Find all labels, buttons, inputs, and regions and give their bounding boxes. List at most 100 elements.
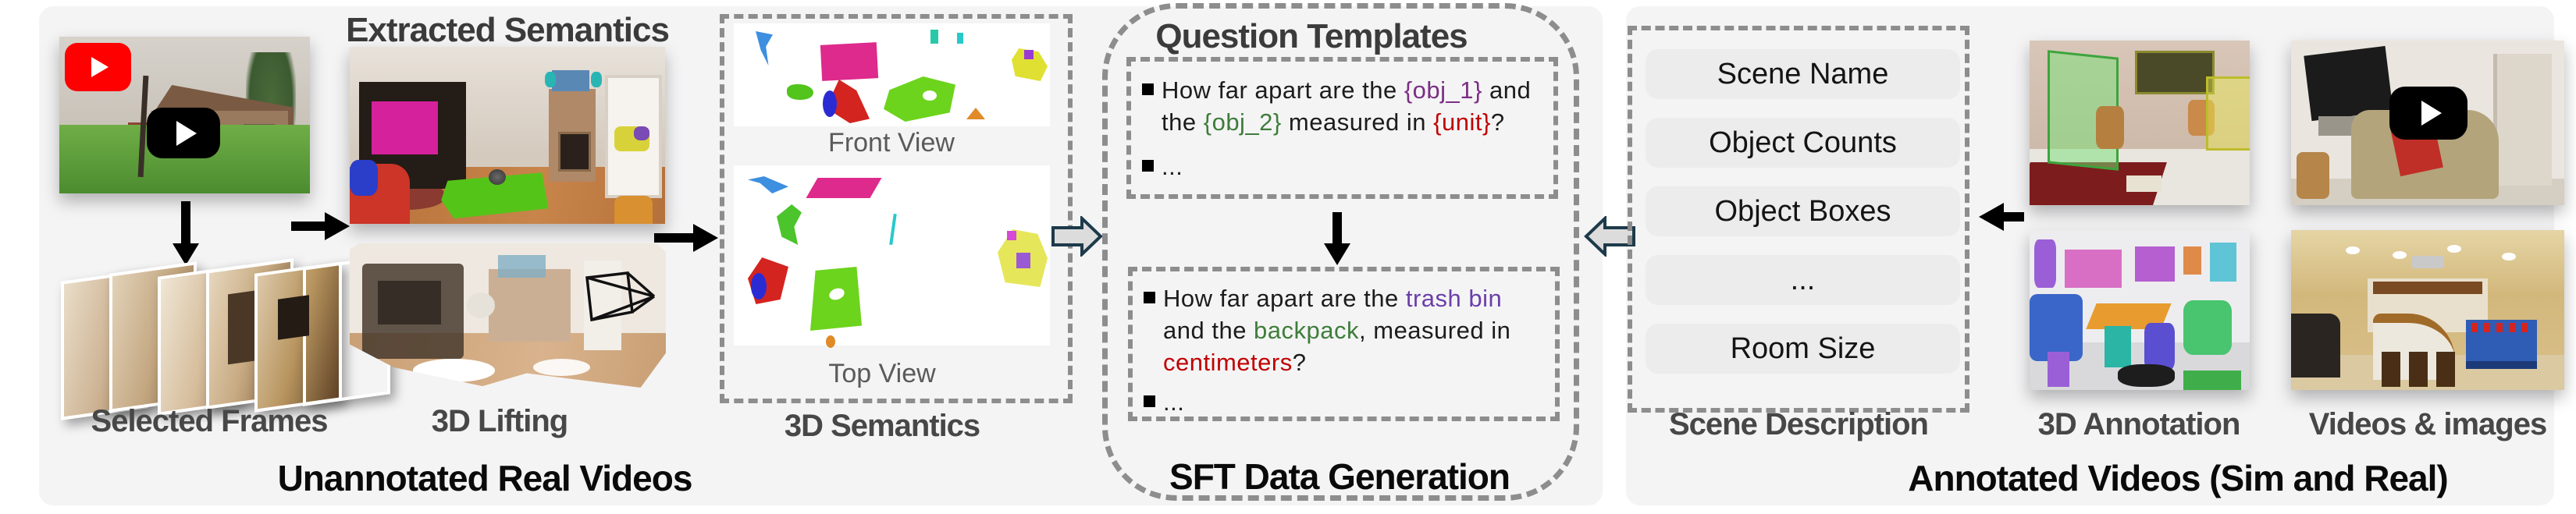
sim-cyan-board: [2210, 243, 2237, 282]
bar-shelf: [2373, 281, 2482, 294]
blob-blue-2: [751, 273, 767, 300]
sim-purple-blob: [2033, 239, 2056, 288]
blob-blue-streak: [748, 176, 788, 193]
example-question-text: How far apart are the trash bin and the …: [1163, 285, 1511, 376]
tv-segment-magenta: [372, 101, 439, 155]
sim-purple-chair-2: [2047, 351, 2069, 387]
ball-on-table: [488, 169, 506, 186]
blob-purple-patch: [1016, 253, 1030, 268]
label-front-view: Front View: [828, 128, 955, 158]
selected-frames-stack: [61, 255, 390, 420]
projector: [2411, 255, 2444, 269]
firebox: [557, 131, 591, 172]
blob-teal-2: [957, 33, 963, 44]
heading-question-templates: Question Templates: [1155, 17, 1468, 55]
blob-green-small: [787, 84, 813, 100]
video-image-bottom: [2291, 230, 2564, 390]
blob-blue: [756, 31, 773, 66]
teal-decor-2: [591, 71, 603, 87]
field-scene-name: Scene Name: [1646, 49, 1960, 99]
example-box: How far apart are the trash bin and the …: [1128, 267, 1560, 421]
pointcloud-plant: [466, 292, 496, 319]
caption-scene-description: Scene Description: [1668, 407, 1929, 441]
frame-doorway: [228, 290, 254, 365]
arrow-right-icon: [291, 212, 350, 240]
scene-description-box: Scene Name Object Counts Object Boxes ..…: [1628, 26, 1969, 413]
play-icon-2: [2389, 87, 2467, 140]
blob-purple-dot: [1024, 50, 1034, 59]
ceiling-lights: [2346, 246, 2360, 254]
bullet-icon: [1142, 160, 1154, 172]
teal-decor: [545, 71, 557, 87]
annotation-3d-image-bottom: [2030, 230, 2250, 390]
bullet-icon: [1144, 292, 1155, 303]
template-ellipsis: ...: [1162, 153, 1183, 180]
caption-selected-frames: Selected Frames: [91, 404, 329, 438]
sim-blue-sofa: [2030, 294, 2083, 362]
caption-3d-annotation: 3D Annotation: [2037, 407, 2241, 441]
bullet-icon: [1142, 83, 1154, 95]
blue-pillow-segment: [350, 160, 379, 196]
field-ellipsis: ...: [1646, 255, 1960, 305]
example-ellipsis: ...: [1163, 388, 1185, 416]
blob-magenta-strip: [806, 178, 882, 198]
annot-basket: [2095, 106, 2125, 150]
hollow-arrow-right-icon: [1051, 216, 1103, 257]
sim-dark-rug: [2117, 364, 2176, 387]
annotation-3d-image-top: [2030, 41, 2250, 205]
orange-chair: [614, 195, 653, 224]
pointcloud-tv: [378, 281, 442, 324]
bar-stool-3: [2435, 351, 2455, 387]
sim-green-chair: [2183, 300, 2233, 355]
field-room-size: Room Size: [1646, 324, 1960, 374]
sim-pink-board: [2065, 249, 2122, 288]
heading-extracted-semantics: Extracted Semantics: [346, 11, 670, 49]
camera-frustum-icon: [585, 271, 656, 322]
field-object-counts: Object Counts: [1646, 118, 1960, 168]
blob-green-large: [884, 76, 955, 122]
play-icon: [147, 108, 220, 158]
annot-olive-tv: [2135, 50, 2215, 95]
sim-orange-board: [2183, 246, 2201, 275]
top-view-panel: [734, 165, 1050, 348]
caption-3d-lifting: 3D Lifting: [431, 404, 568, 438]
template-box: How far apart are the {obj_1} and the {o…: [1126, 57, 1558, 199]
video-image-top: [2291, 41, 2564, 205]
sim-green-rug: [2183, 370, 2241, 390]
field-object-boxes: Object Boxes: [1646, 186, 1960, 236]
purple-cushion: [633, 126, 649, 141]
blob-orange-dot: [826, 335, 835, 348]
lifting-3d-image: [350, 243, 666, 388]
video-door: [2493, 53, 2552, 186]
bar-dark-couch: [2291, 313, 2340, 378]
sim-teal-chair: [2104, 326, 2131, 368]
frame-tv: [278, 295, 309, 340]
bar-stool: [2381, 351, 2400, 387]
title-unannotated-real-videos: Unannotated Real Videos: [277, 458, 693, 498]
blob-pink-dot: [1007, 231, 1016, 240]
blob-orange: [966, 108, 985, 119]
annot-yellow-box: [2205, 76, 2250, 151]
title-annotated-videos: Annotated Videos (Sim and Real): [1908, 458, 2448, 498]
annot-basket-2: [2188, 99, 2215, 136]
front-view-panel: [734, 23, 1050, 126]
youtube-video-thumbnail: [59, 37, 310, 193]
blob-cyan-line: [889, 213, 897, 246]
video-basket: [2297, 152, 2329, 199]
blob-blue-sliver: [823, 90, 837, 117]
bar-stool-2: [2408, 351, 2428, 387]
arrow-right-icon-2: [654, 224, 718, 252]
example-question-row: How far apart are the trash bin and the …: [1144, 282, 1546, 378]
blob-green-curl: [777, 204, 802, 245]
extracted-semantics-image: [350, 47, 665, 224]
arrow-down-icon-2: [1324, 212, 1350, 265]
title-sft-data-generation: SFT Data Generation: [1169, 456, 1510, 497]
sim-violet-board: [2135, 246, 2176, 282]
mantel-art: [551, 69, 590, 91]
sim-purple-chair: [2144, 322, 2176, 371]
arrow-left-icon: [1979, 203, 2024, 231]
caption-3d-semantics: 3D Semantics: [784, 409, 980, 443]
semantics-3d-box: [720, 14, 1073, 403]
template-question-row: How far apart are the {obj_1} and the {o…: [1142, 74, 1544, 138]
